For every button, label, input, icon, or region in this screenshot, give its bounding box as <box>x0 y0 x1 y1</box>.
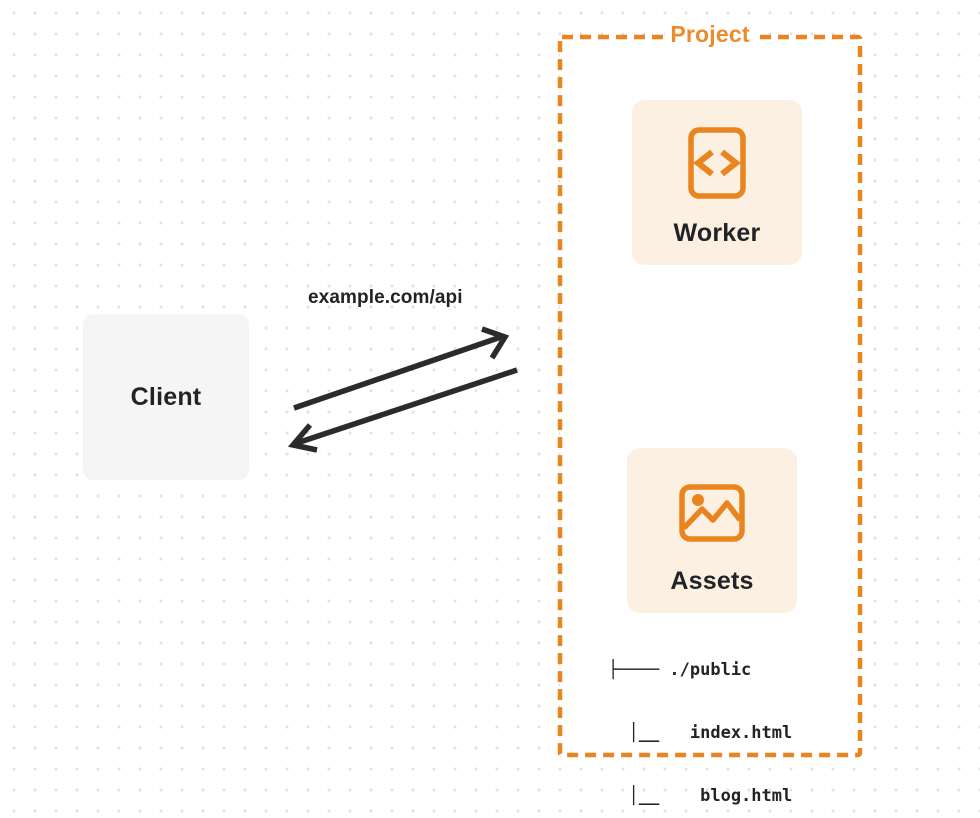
tree-line-index: │__ index.html <box>608 723 793 743</box>
assets-label: Assets <box>670 567 754 595</box>
request-arrow <box>293 326 510 411</box>
tree-line-public: ├──── ./public <box>608 660 752 680</box>
worker-node: Worker <box>632 100 802 265</box>
client-node: Client <box>83 314 249 480</box>
client-label: Client <box>130 382 202 411</box>
request-url-label: example.com/api <box>308 287 463 308</box>
tree-line-blog: │__ blog.html <box>608 786 793 806</box>
response-arrow <box>287 367 518 453</box>
image-icon <box>679 484 745 542</box>
worker-label: Worker <box>673 219 761 247</box>
code-file-icon <box>688 127 746 199</box>
assets-node: Assets <box>627 448 797 613</box>
file-tree: ├──── ./public │__ index.html │__ blog.h… <box>608 618 792 818</box>
